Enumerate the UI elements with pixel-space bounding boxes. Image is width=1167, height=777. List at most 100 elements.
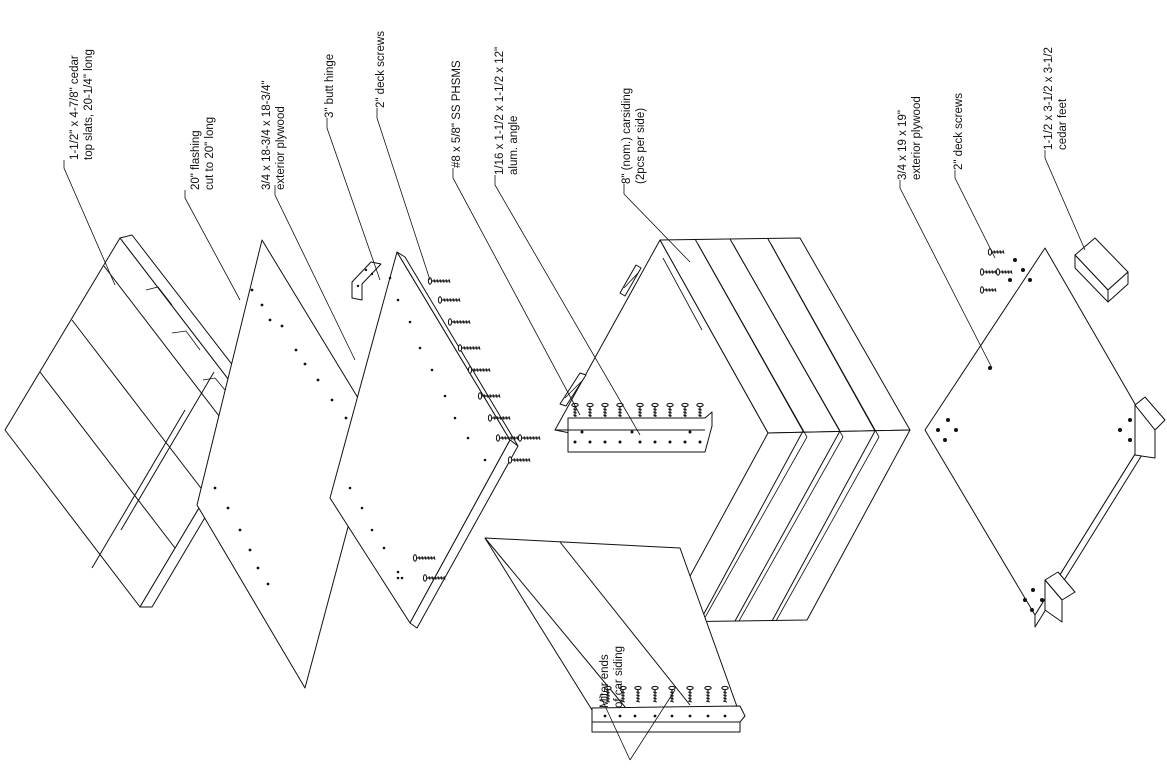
label-flashing-line2: cut to 20" long	[204, 117, 216, 190]
screw-hole	[688, 714, 692, 718]
screw	[995, 268, 1013, 276]
screw-hole	[633, 714, 637, 718]
screw-hole	[988, 366, 992, 370]
screw-hole	[1021, 268, 1025, 272]
label-bottom-plywood-line1: 3/4 x 19 x 19"	[897, 110, 909, 180]
deck-screws-bottom	[979, 248, 1013, 294]
screw	[651, 685, 659, 703]
screw	[686, 685, 694, 703]
screw-hole	[618, 714, 622, 718]
label-top-slats-line2: top slats, 20-1/4" long	[83, 49, 95, 160]
pilot-hole	[466, 436, 470, 440]
screw	[601, 402, 609, 417]
screw-hole	[630, 430, 634, 434]
label-butt-hinge: 3" butt hinge	[324, 54, 336, 118]
pilot-hole	[396, 298, 400, 302]
screw-hole	[670, 714, 674, 718]
screw-hole	[580, 430, 584, 434]
label-top-plywood-line1: 3/4 x 18-3/4 x 18-3/4"	[261, 80, 273, 190]
label-deck-screws-top-line1: 2" deck screws	[375, 31, 387, 108]
screw-hole	[588, 440, 592, 444]
pilot-hole	[483, 458, 487, 462]
screw-hole	[256, 566, 260, 570]
screw-hole	[294, 348, 298, 352]
screw-hole	[1030, 608, 1034, 612]
screw-hole	[213, 486, 217, 490]
screw	[517, 434, 541, 442]
screw	[704, 685, 712, 703]
screw	[467, 366, 491, 374]
screw	[696, 402, 704, 417]
label-bottom-plywood-line2: exterior plywood	[911, 96, 923, 180]
screw-hole	[396, 570, 400, 574]
label-carsiding-line1: 8" (nom.) carsiding	[621, 88, 633, 184]
screw	[666, 402, 674, 417]
label-butt-hinge-line1: 3" butt hinge	[324, 54, 336, 118]
screw-hole	[603, 714, 607, 718]
screw-hole	[226, 506, 230, 510]
screw	[634, 685, 642, 703]
screw-hole	[698, 440, 702, 444]
pilot-hole	[396, 576, 400, 580]
label-carsiding: 8" (nom.) carsiding (2pcs per side)	[621, 88, 647, 184]
screw-hole	[1028, 278, 1032, 282]
screw	[507, 456, 531, 464]
screw-hole	[653, 714, 657, 718]
screw	[979, 286, 997, 294]
screw-hole	[723, 714, 727, 718]
label-carsiding-line2: (2pcs per side)	[635, 108, 647, 184]
screw-hole	[954, 428, 958, 432]
screw-hole	[248, 548, 252, 552]
screw	[422, 574, 446, 582]
screw-hole	[1031, 588, 1035, 592]
screw	[447, 318, 471, 326]
screw-hole	[638, 440, 642, 444]
screw-hole	[943, 438, 947, 442]
carsiding-box	[554, 237, 911, 623]
screw	[412, 554, 436, 562]
screw-hole	[360, 506, 364, 510]
screw	[604, 685, 612, 703]
screw-hole	[370, 528, 374, 532]
cedar-feet	[1044, 237, 1166, 623]
screw-hole	[382, 546, 386, 550]
label-alum-angle-line1: 1/16 x 1-1/2 x 1-1/2 x 12"	[494, 47, 506, 175]
screw	[427, 277, 451, 285]
deck-screws-top	[388, 276, 541, 582]
miter-side-panel	[484, 537, 746, 733]
label-flashing: 20" flashing cut to 20" long	[190, 117, 216, 190]
screw-hole	[250, 288, 254, 292]
label-deck-screws-top: 2" deck screws	[375, 31, 387, 108]
screw-hole	[573, 440, 577, 444]
screw-hole	[688, 430, 692, 434]
screw-hole	[1040, 598, 1044, 602]
label-miter-ends: Miter ends of car siding	[599, 646, 625, 708]
pilot-hole	[430, 368, 434, 372]
screw-hole	[280, 324, 284, 328]
label-alum-angle-line2: alum. angle	[508, 116, 520, 175]
label-flashing-line1: 20" flashing	[190, 130, 202, 190]
pilot-hole	[418, 346, 422, 350]
screw-hole	[348, 486, 352, 490]
screw-hole	[683, 440, 687, 444]
label-top-plywood-line2: exterior plywood	[275, 106, 287, 190]
pilot-hole	[408, 320, 412, 324]
pilot-hole	[443, 394, 447, 398]
label-cedar-feet-line2: cedar feet	[1057, 98, 1069, 150]
screw	[681, 402, 689, 417]
screw	[651, 402, 659, 417]
label-top-slats: 1-1/2" x 4-7/8" cedar top slats, 20-1/4"…	[69, 49, 95, 160]
label-cedar-feet-line1: 1-1/2 x 3-1/2 x 3-1/2	[1043, 47, 1055, 150]
screw	[487, 414, 511, 422]
screw-hole	[946, 418, 950, 422]
pilot-hole	[388, 276, 392, 280]
screw-hole	[603, 440, 607, 444]
label-deck-screws-bottom-line1: 2" deck screws	[953, 93, 965, 170]
label-miter-ends-line1: Miter ends	[599, 654, 611, 708]
screw-hole	[1023, 598, 1027, 602]
screw	[616, 402, 624, 417]
screw-hole	[330, 398, 334, 402]
label-alum-angle: 1/16 x 1-1/2 x 1-1/2 x 12" alum. angle	[494, 47, 520, 175]
screw-hole	[1128, 438, 1132, 442]
